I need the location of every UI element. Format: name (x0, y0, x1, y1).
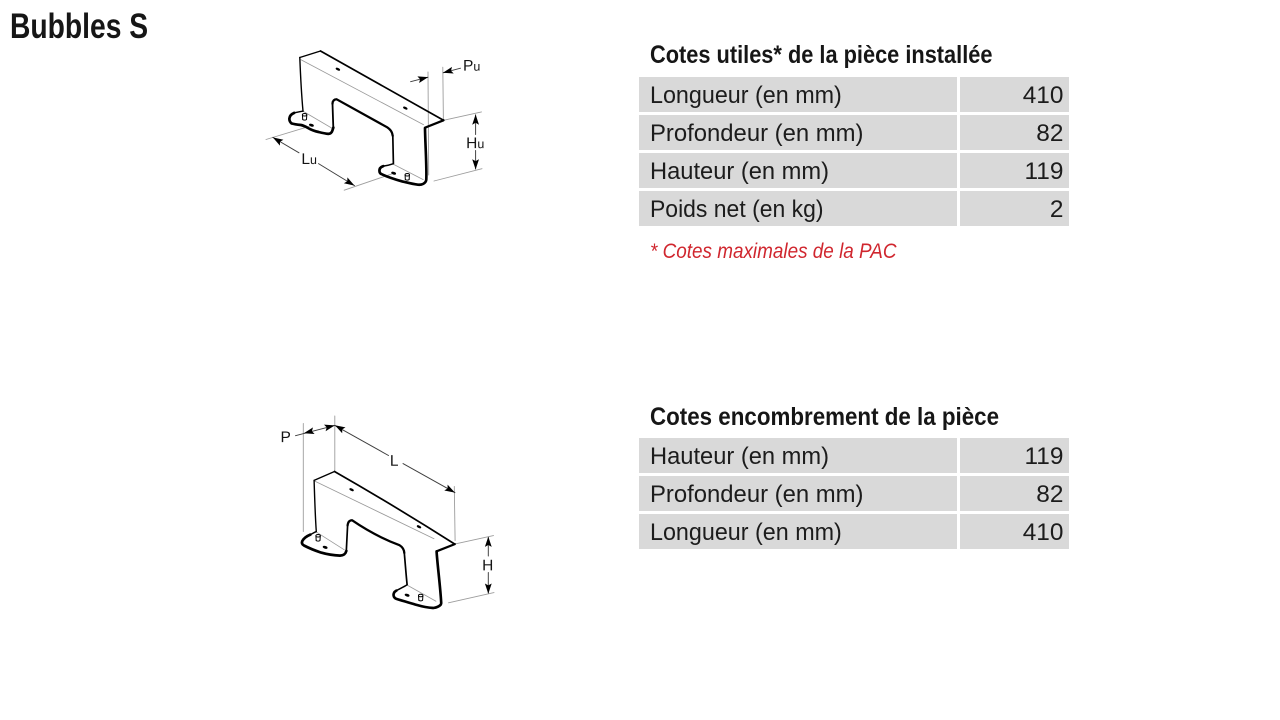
svg-text:H: H (482, 557, 493, 574)
svg-text:Lu: Lu (301, 151, 317, 168)
svg-text:Hu: Hu (466, 135, 484, 152)
svg-text:P: P (280, 429, 290, 446)
svg-text:Pu: Pu (463, 58, 480, 75)
svg-text:L: L (390, 453, 399, 470)
